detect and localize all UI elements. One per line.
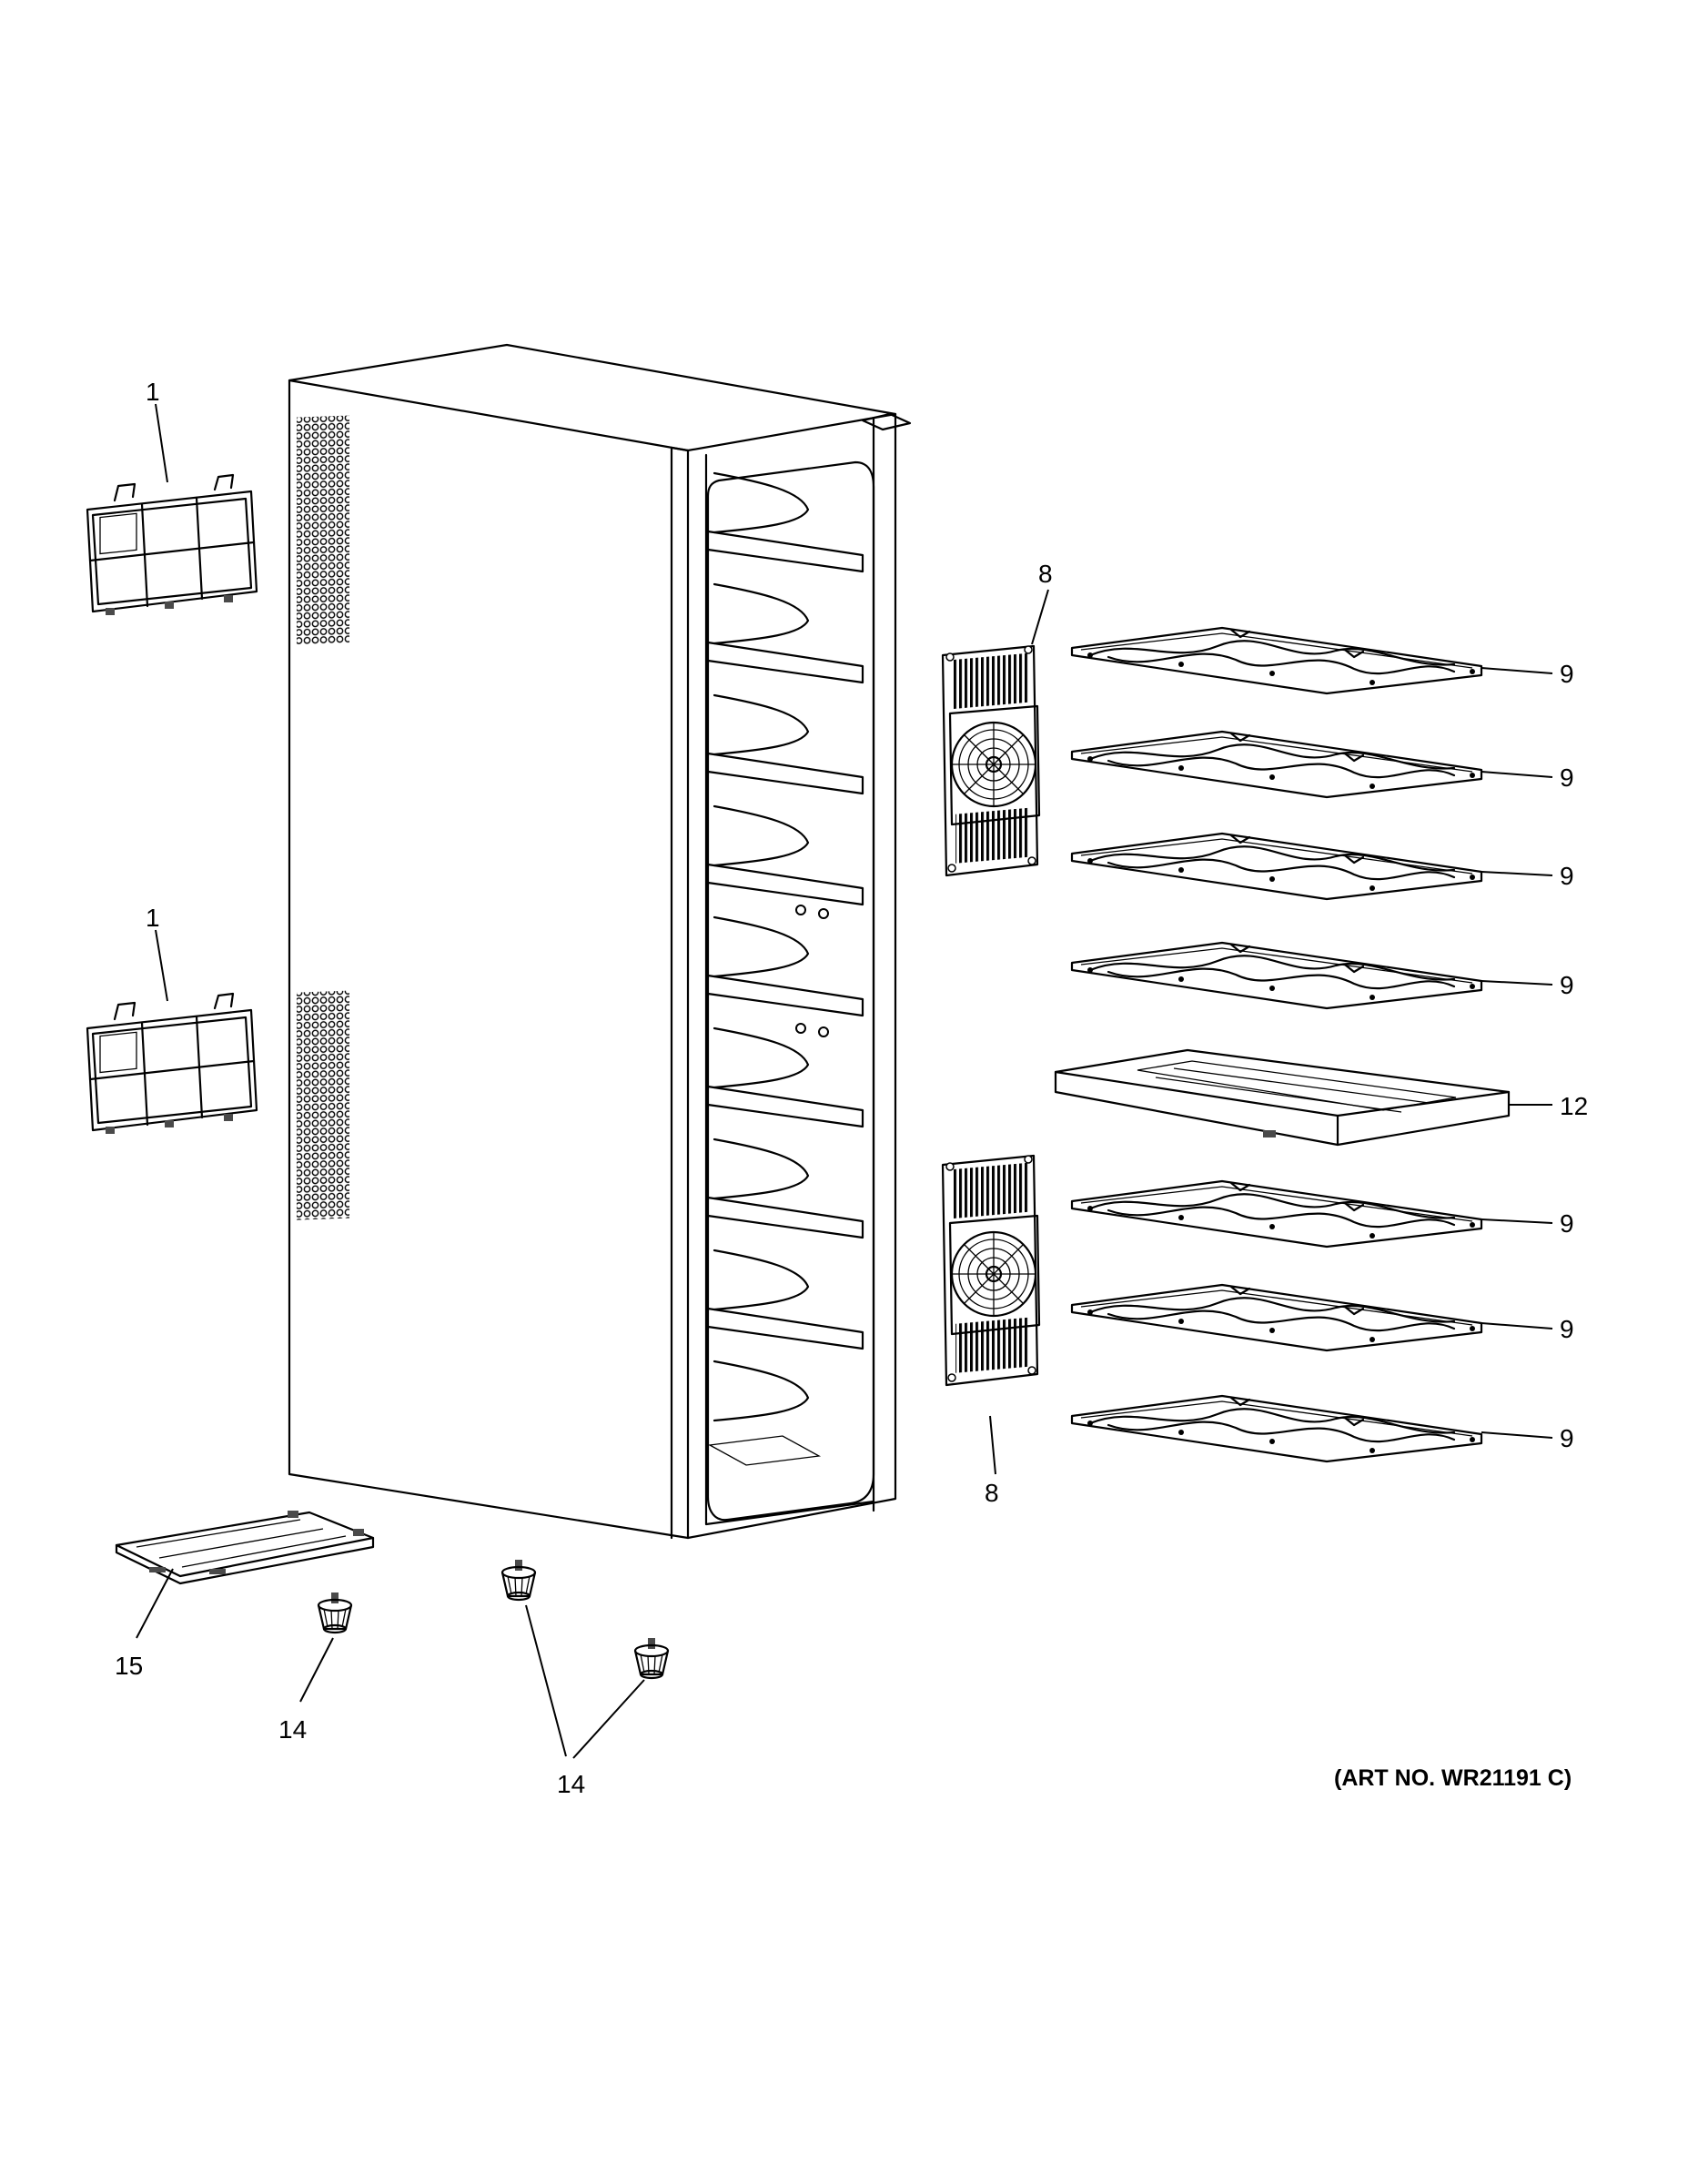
wine-rack-icon	[1070, 626, 1483, 695]
callout-rack-2: 9	[1560, 763, 1574, 792]
filter-frame-lower: 1	[86, 904, 258, 1136]
fan-assembly-upper: 8	[941, 560, 1053, 877]
filter-frame-icon	[86, 992, 258, 1136]
callout-rack-6: 9	[1560, 1315, 1574, 1343]
fan-assembly-icon	[941, 1154, 1041, 1387]
callout-rack-7: 9	[1560, 1424, 1574, 1452]
wine-rack-icon	[1070, 941, 1483, 1010]
cabinet-icon	[288, 343, 912, 1540]
callout-leg-single: 14	[278, 1715, 307, 1744]
callout-leg-pair: 14	[557, 1770, 585, 1798]
wine-rack-icon	[1070, 1394, 1483, 1463]
callout-rack-1: 9	[1560, 660, 1574, 688]
leveling-leg-icon	[317, 1591, 353, 1634]
callout-fan-top: 8	[1038, 560, 1053, 588]
wine-rack-3: 9	[1070, 832, 1574, 901]
fan-assembly-lower: 8	[941, 1154, 1041, 1507]
wine-rack-icon	[1070, 832, 1483, 901]
callout-rack-4: 9	[1560, 971, 1574, 999]
base-tray-icon	[115, 1511, 375, 1585]
callout-rack-5: 9	[1560, 1209, 1574, 1238]
callout-base-tray: 15	[115, 1652, 143, 1680]
wine-rack-2: 9	[1070, 730, 1574, 799]
wine-rack-7: 9	[1070, 1394, 1574, 1463]
art-number: (ART NO. WR21191 C)	[1334, 1765, 1572, 1791]
wine-rack-icon	[1070, 730, 1483, 799]
wine-rack-icon	[1070, 1179, 1483, 1249]
filter-frame-icon	[86, 473, 258, 617]
base-tray: 15	[115, 1511, 375, 1680]
wine-rack-1: 9	[1070, 626, 1574, 695]
leveling-leg-single: 14	[278, 1591, 353, 1744]
fan-assembly-icon	[941, 644, 1041, 877]
callout-filter-top: 1	[146, 378, 160, 406]
wine-rack-5: 9	[1070, 1179, 1574, 1249]
callout-shelf-tray: 12	[1560, 1092, 1588, 1120]
tray-shelf: 12	[1054, 1048, 1588, 1147]
callout-filter-bottom: 1	[146, 904, 160, 932]
wine-rack-icon	[1070, 1283, 1483, 1352]
callout-rack-3: 9	[1560, 862, 1574, 890]
leveling-leg-icon	[500, 1558, 537, 1602]
tray-shelf-icon	[1054, 1048, 1511, 1147]
filter-frame-upper: 1	[86, 378, 258, 617]
callout-fan-bottom: 8	[985, 1479, 999, 1507]
wine-rack-4: 9	[1070, 941, 1574, 1010]
leveling-leg-icon	[633, 1636, 670, 1680]
wine-rack-6: 9	[1070, 1283, 1574, 1352]
leveling-leg-pair: 14	[500, 1558, 670, 1798]
